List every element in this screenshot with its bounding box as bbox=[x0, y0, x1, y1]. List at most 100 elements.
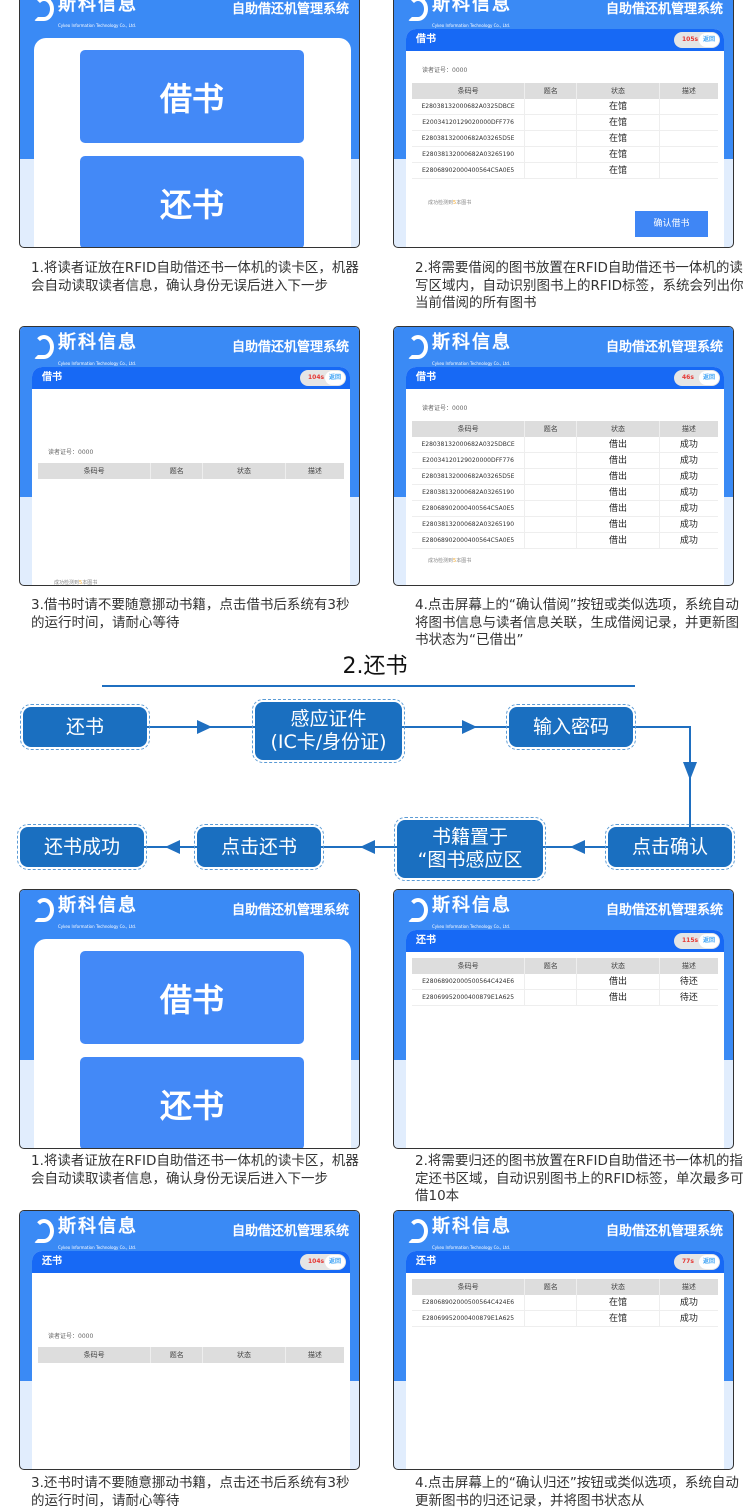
window-title: 还书 bbox=[416, 935, 436, 946]
table-cell: 借出 bbox=[577, 453, 660, 468]
column-header-desc: 描述 bbox=[307, 467, 322, 475]
table-cell: 成功 bbox=[679, 1314, 698, 1324]
table-cell: E28038132000682A03265190 bbox=[412, 517, 526, 532]
brand-english-name: Cykeo Information Technology Co., Ltd. bbox=[432, 1245, 511, 1250]
brand-english-name: Cykeo Information Technology Co., Ltd. bbox=[432, 924, 511, 929]
table-cell bbox=[525, 517, 578, 532]
return-button[interactable]: 还书 bbox=[80, 1057, 304, 1148]
confirm-borrow-button[interactable]: 确认借书 bbox=[635, 211, 708, 237]
column-header-barcode: 条码号 bbox=[412, 83, 526, 99]
system-title: 自助借还机管理系统 bbox=[231, 2, 349, 17]
arrow-left-icon bbox=[360, 840, 375, 854]
table-cell: 成功 bbox=[679, 520, 698, 530]
table-cell: E28038132000682A0325DBCE bbox=[412, 437, 526, 452]
count-suffix: 本图书 bbox=[456, 200, 472, 206]
brand-english-name: Cykeo Information Technology Co., Ltd. bbox=[58, 924, 137, 929]
brand-name-block: 斯科信息 Cykeo Information Technology Co., Lt… bbox=[432, 896, 512, 937]
column-header-status: 状态 bbox=[203, 463, 286, 479]
detected-count: 成功检测到5本图书 bbox=[54, 579, 98, 586]
column-header-status: 状态 bbox=[577, 1279, 660, 1295]
brand-english-name: Cykeo Information Technology Co., Ltd. bbox=[58, 23, 137, 28]
back-button[interactable]: 返回 bbox=[699, 934, 719, 948]
column-header-title: 题名 bbox=[151, 463, 204, 479]
table-cell: 在馆 bbox=[577, 99, 660, 114]
countdown-timer: 105s bbox=[682, 36, 699, 43]
brand-english-name: Cykeo Information Technology Co., Ltd. bbox=[432, 23, 511, 28]
count-prefix: 成功检测到 bbox=[54, 580, 80, 586]
title-underline bbox=[102, 685, 635, 687]
table-cell: E28038132000682A03265190 bbox=[412, 147, 526, 162]
table-cell: E28069952000400879E1A625 bbox=[412, 990, 526, 1005]
arrow-left-icon bbox=[165, 840, 180, 854]
table-cell: E20034120129020000DFF776 bbox=[412, 115, 526, 130]
count-suffix: 本图书 bbox=[82, 580, 98, 586]
return-button[interactable]: 还书 bbox=[80, 156, 304, 247]
window-title: 还书 bbox=[42, 1256, 62, 1267]
table-cell: 待还 bbox=[679, 977, 698, 987]
table-cell: 在馆 bbox=[577, 163, 660, 178]
brand-name: 斯科信息 bbox=[432, 895, 512, 916]
back-button[interactable]: 返回 bbox=[699, 1255, 719, 1269]
system-title: 自助借还机管理系统 bbox=[605, 1224, 723, 1239]
step-caption: 4.点击屏幕上的“确认借阅”按钮或类似选项，系统自动将图书信息与读者信息关联，生… bbox=[415, 597, 739, 648]
flow-step: 还书 bbox=[20, 704, 150, 750]
borrow-button[interactable]: 借书 bbox=[80, 50, 304, 143]
table-cell: E28068902000500564C424E6 bbox=[412, 1295, 526, 1310]
table-cell: 成功 bbox=[679, 472, 698, 482]
detected-count: 成功检测到5本图书 bbox=[428, 557, 471, 564]
countdown-timer: 104s bbox=[308, 1258, 325, 1265]
brand-name: 斯科信息 bbox=[58, 1216, 138, 1237]
borrow-button[interactable]: 借书 bbox=[80, 951, 304, 1044]
table-cell: E28069952000400879E1A625 bbox=[412, 1311, 526, 1326]
back-button[interactable]: 返回 bbox=[699, 371, 719, 385]
table-cell: 在馆 bbox=[577, 1311, 660, 1326]
table-row: E28069952000400879E1A625 在馆 成功 bbox=[412, 1311, 718, 1327]
table-cell bbox=[525, 533, 578, 548]
table-header: 条码号题名状态描述 bbox=[412, 958, 718, 974]
books-table: 条码号题名状态描述 bbox=[38, 1347, 344, 1363]
flow-step: 点击还书 bbox=[194, 824, 324, 870]
back-button[interactable]: 返回 bbox=[325, 371, 345, 385]
app-screenshot: 斯科信息 Cykeo Information Technology Co., Lt… bbox=[393, 889, 734, 1149]
brand-logo: 斯科信息 Cykeo Information Technology Co., Lt… bbox=[34, 896, 138, 937]
table-cell bbox=[525, 437, 578, 452]
column-header-desc: 描述 bbox=[681, 425, 696, 433]
back-button[interactable]: 返回 bbox=[325, 1255, 345, 1269]
table-cell: 在馆 bbox=[577, 131, 660, 146]
window-title: 借书 bbox=[416, 372, 436, 383]
flow-step: 书籍置于 “图书感应区 bbox=[394, 817, 546, 881]
back-button[interactable]: 返回 bbox=[699, 33, 719, 47]
logo-mark-icon bbox=[408, 0, 428, 21]
system-title: 自助借还机管理系统 bbox=[605, 2, 723, 17]
flow-step: 还书成功 bbox=[17, 824, 147, 870]
column-header-status: 状态 bbox=[577, 421, 660, 437]
brand-name: 斯科信息 bbox=[58, 895, 138, 916]
home-card: 借书还书 bbox=[34, 38, 351, 247]
